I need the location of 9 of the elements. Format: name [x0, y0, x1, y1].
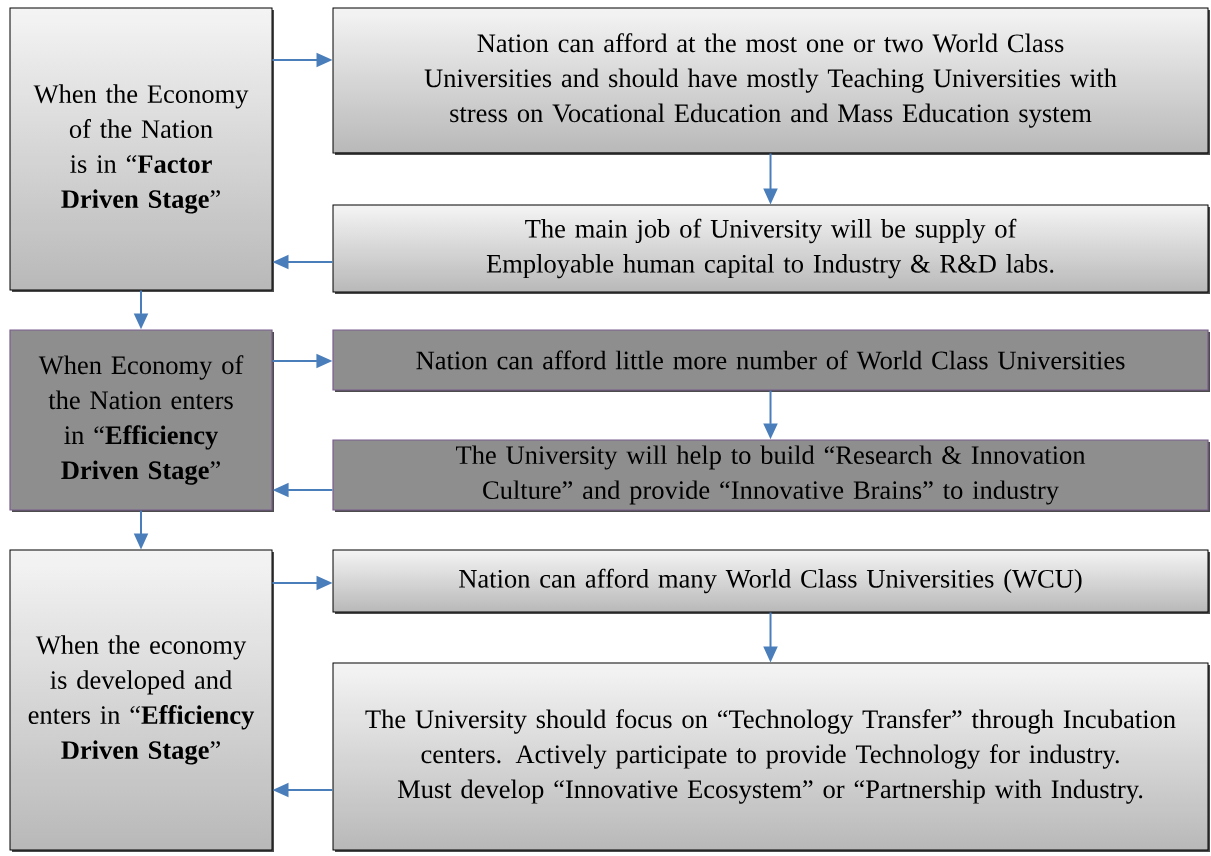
process-box: When the Economy of the Nation is in “Factor Driven Stage” [9, 7, 274, 292]
process-box: The University should focus on “Technology Transfer” through Incubation centers. Actively participate to provide Technology for industry. Must develop “Innovative Ecosystem” or “Partnership with Industry. [332, 662, 1210, 852]
process-box: When Economy of the Nation enters in “Efficiency Driven Stage” [9, 329, 274, 512]
process-box: The main job of University will be supply of Employable human capital to Industry & R&D labs. [332, 204, 1210, 294]
process-box: When the economy is developed and enters in “Efficiency Driven Stage” [9, 549, 274, 852]
process-box: Nation can afford at the most one or two World Class Universities and should have mostly Teaching Universities with stress on Vocational Education and Mass Education system [332, 7, 1210, 155]
process-box: Nation can afford many World Class Universities (WCU) [332, 549, 1210, 614]
process-box: Nation can afford little more number of World Class Universities [332, 329, 1210, 392]
process-box: The University will help to build “Research & Innovation Culture” and provide “Innovative Brains” to industry [332, 439, 1210, 512]
